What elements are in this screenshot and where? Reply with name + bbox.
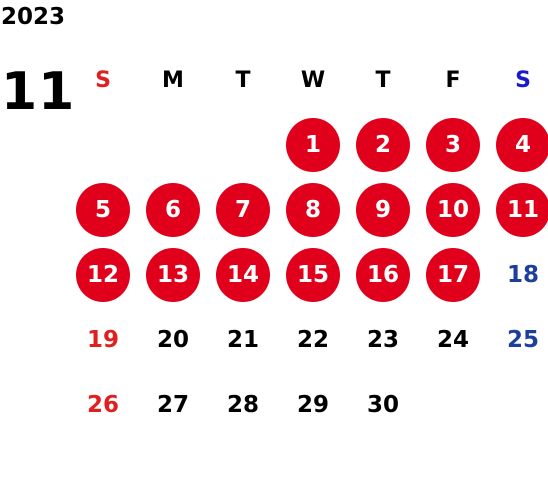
- day-cell[interactable]: 13: [146, 248, 200, 302]
- day-cell[interactable]: 26: [86, 392, 119, 418]
- day-cell[interactable]: 11: [496, 183, 548, 237]
- weekday-header: S M T W T F S: [68, 64, 548, 98]
- day-cell[interactable]: 22: [296, 327, 329, 353]
- day-cell[interactable]: 2: [356, 118, 410, 172]
- weekday-wednesday: W: [300, 68, 326, 93]
- day-cell[interactable]: 4: [496, 118, 548, 172]
- weekday-tuesday: T: [235, 68, 251, 93]
- weekday-monday: M: [162, 68, 184, 93]
- day-cell[interactable]: 1: [286, 118, 340, 172]
- day-cell[interactable]: 8: [286, 183, 340, 237]
- day-cell[interactable]: 3: [426, 118, 480, 172]
- day-cell[interactable]: 23: [366, 327, 399, 353]
- day-cell[interactable]: 21: [226, 327, 259, 353]
- day-cell[interactable]: 17: [426, 248, 480, 302]
- day-cell[interactable]: 16: [356, 248, 410, 302]
- day-cell[interactable]: 5: [76, 183, 130, 237]
- day-cell[interactable]: 12: [76, 248, 130, 302]
- day-cell[interactable]: 29: [296, 392, 329, 418]
- day-cell[interactable]: 25: [506, 327, 539, 353]
- day-cell[interactable]: 28: [226, 392, 259, 418]
- day-cell[interactable]: 19: [86, 327, 119, 353]
- weekday-thursday: T: [375, 68, 391, 93]
- day-cell[interactable]: 6: [146, 183, 200, 237]
- weekday-friday: F: [445, 68, 461, 93]
- day-cell[interactable]: 14: [216, 248, 270, 302]
- day-cell[interactable]: 15: [286, 248, 340, 302]
- year-label: 2023: [1, 4, 66, 30]
- day-cell[interactable]: 30: [366, 392, 399, 418]
- day-cell[interactable]: 7: [216, 183, 270, 237]
- day-cell[interactable]: 27: [156, 392, 189, 418]
- weekday-sunday: S: [95, 68, 111, 93]
- day-cell[interactable]: 20: [156, 327, 189, 353]
- day-cell[interactable]: 24: [436, 327, 469, 353]
- day-cell[interactable]: 9: [356, 183, 410, 237]
- day-cell[interactable]: 10: [426, 183, 480, 237]
- month-number: 11: [1, 62, 76, 122]
- weekday-saturday: S: [515, 68, 531, 93]
- day-cell[interactable]: 18: [506, 262, 539, 288]
